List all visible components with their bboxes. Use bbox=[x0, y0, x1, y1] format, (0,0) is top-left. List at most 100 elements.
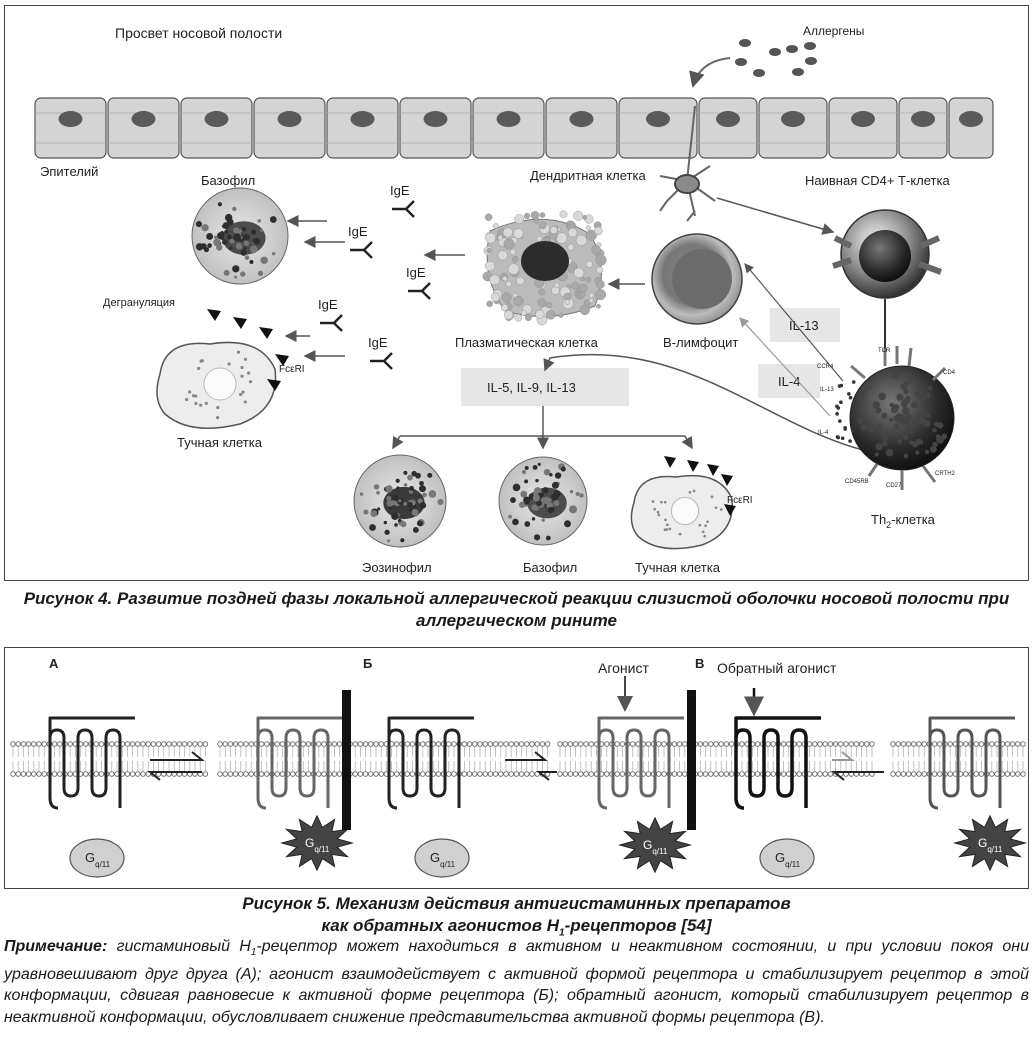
ige-label: IgE bbox=[318, 297, 338, 312]
ccr4-label: CCR4 bbox=[817, 364, 834, 370]
svg-text:Gq/11: Gq/11 bbox=[643, 838, 668, 856]
h1-receptor bbox=[734, 716, 821, 810]
h1-receptor bbox=[387, 716, 474, 810]
equilibrium-arrows bbox=[831, 751, 884, 781]
cd27-label: CD27 bbox=[886, 483, 902, 489]
mast-bottom-label: Тучная клетка bbox=[635, 560, 721, 575]
dendritic-cell bbox=[659, 105, 716, 222]
membrane bbox=[557, 741, 875, 777]
ige-label: IgE bbox=[390, 183, 410, 198]
il-cytokine-label: IL-5, IL-9, IL-13 bbox=[487, 380, 576, 395]
note-label: Примечание: bbox=[4, 938, 108, 955]
crth2-label: CRTH2 bbox=[935, 471, 956, 477]
basophil-top-label: Базофил bbox=[201, 173, 255, 188]
mast-cell-left bbox=[156, 309, 289, 429]
caption5-sub: 1 bbox=[559, 927, 565, 939]
naive-cd4-label: Наивная CD4+ Т-клетка bbox=[805, 173, 950, 188]
il4-label: IL-4 bbox=[778, 374, 800, 389]
svg-text:Gq/11: Gq/11 bbox=[775, 850, 801, 869]
g-protein-active: Gq/11 bbox=[279, 814, 355, 872]
b-lymph-label: В-лимфоцит bbox=[663, 335, 738, 350]
cd4-label: CD4 bbox=[943, 370, 956, 376]
caption5-line1: Рисунок 5. Механизм действия антигистами… bbox=[242, 894, 791, 913]
dendritic-to-naive-arrow bbox=[716, 197, 835, 235]
allergen-particles bbox=[735, 39, 817, 77]
ige-group: IgE IgE IgE IgE IgE bbox=[318, 183, 431, 370]
figure-5-diagram: А Б В Агонист Обратный агонист Gq/11Gq/1… bbox=[10, 656, 1028, 878]
g-protein-inactive: Gq/11 bbox=[414, 838, 470, 878]
h1-receptor bbox=[928, 716, 1015, 810]
membrane-bar bbox=[687, 690, 696, 830]
th2-to-cytokines-arrow bbox=[543, 353, 868, 452]
il4-box bbox=[758, 364, 820, 398]
eosinophil-label: Эозинофил bbox=[362, 560, 432, 575]
svg-text:Gq/11: Gq/11 bbox=[430, 850, 456, 869]
epithelium-layer bbox=[34, 97, 994, 159]
basophil-bottom-cell bbox=[498, 456, 588, 546]
note-sub: 1 bbox=[250, 947, 257, 959]
th2-label: Th2-клетка bbox=[871, 512, 936, 530]
il4-small-label: IL-4 bbox=[818, 430, 829, 436]
plasma-label: Плазматическая клетка bbox=[455, 335, 599, 350]
tcr-label: TCR bbox=[878, 348, 891, 354]
ige-label: IgE bbox=[368, 335, 388, 350]
agonist-label: Агонист bbox=[598, 660, 649, 676]
panel-v-label: В bbox=[695, 656, 704, 671]
caption5-line2a: как обратных агонистов H bbox=[321, 916, 560, 935]
caption5-line2b: -рецепторов [54] bbox=[564, 916, 712, 935]
inverse-agonist-label: Обратный агонист bbox=[717, 660, 837, 676]
lumen-label: Просвет носовой полости bbox=[115, 25, 282, 41]
equilibrium-arrows bbox=[147, 751, 205, 781]
il-cytokine-box bbox=[461, 368, 629, 406]
panel-b-label: Б bbox=[363, 656, 372, 671]
basophil-bottom-label: Базофил bbox=[523, 560, 577, 575]
ige-label: IgE bbox=[348, 224, 368, 239]
il13-small-label: IL-13 bbox=[820, 387, 834, 393]
degranulation-label: Дегрануляция bbox=[103, 297, 175, 309]
th2-to-b-arrow-2 bbox=[739, 317, 831, 417]
h1-receptor bbox=[597, 716, 684, 810]
h1-receptor bbox=[48, 716, 135, 810]
membrane bbox=[217, 741, 551, 777]
th2-cell bbox=[835, 346, 955, 490]
th2-to-b-arrow-1 bbox=[744, 263, 844, 382]
svg-text:Gq/11: Gq/11 bbox=[85, 850, 111, 869]
naive-cd4-cell bbox=[832, 209, 943, 351]
b-lymphocyte bbox=[651, 233, 743, 325]
dendritic-label: Дендритная клетка bbox=[530, 168, 646, 183]
figure-4-diagram: Просвет носовой полости Аллергены Эпител… bbox=[34, 24, 994, 575]
epithelium-label: Эпителий bbox=[40, 164, 98, 179]
allergens-label: Аллергены bbox=[803, 24, 864, 38]
mast-left-label: Тучная клетка bbox=[177, 435, 263, 450]
svg-text:Gq/11: Gq/11 bbox=[305, 836, 330, 854]
fceri-label-1: FcεRI bbox=[279, 364, 305, 375]
equilibrium-arrows bbox=[505, 751, 557, 781]
ige-label: IgE bbox=[406, 265, 426, 280]
figure-5-caption: Рисунок 5. Механизм действия антигистами… bbox=[4, 893, 1029, 944]
panel-a-label: А bbox=[49, 656, 59, 671]
ige-arrows bbox=[284, 215, 465, 362]
note-text-2: -рецептор может находиться в активном и … bbox=[4, 938, 1030, 1026]
basophil-top-cell bbox=[191, 187, 289, 285]
g-protein-active: Gq/11 bbox=[617, 816, 693, 874]
fceri-label-2: FcεRI bbox=[727, 495, 753, 506]
membrane-bar bbox=[342, 690, 351, 830]
figure-4-caption: Рисунок 4. Развитие поздней фазы локальн… bbox=[23, 589, 1010, 630]
h1-receptor bbox=[256, 716, 343, 810]
il13-label: IL-13 bbox=[789, 318, 819, 333]
cd45rb-label: CD45RB bbox=[845, 479, 869, 485]
mast-cell-bottom bbox=[630, 456, 736, 550]
note-paragraph: Примечание: гистаминовый H1-рецептор мож… bbox=[4, 936, 1029, 1028]
g-protein-inactive: Gq/11 bbox=[759, 838, 815, 878]
allergen-arrow bbox=[689, 57, 731, 88]
eosinophil-cell bbox=[353, 454, 447, 548]
svg-text:Gq/11: Gq/11 bbox=[978, 836, 1003, 854]
g-protein-active: Gq/11 bbox=[952, 814, 1028, 872]
cytokine-distribution-arrows bbox=[392, 406, 693, 450]
figure-4: Просвет носовой полости Аллергены Эпител… bbox=[4, 5, 1029, 581]
plasma-cell bbox=[482, 210, 607, 326]
note-text-1: гистаминовый H bbox=[107, 938, 251, 955]
g-protein-inactive: Gq/11 bbox=[69, 838, 125, 878]
